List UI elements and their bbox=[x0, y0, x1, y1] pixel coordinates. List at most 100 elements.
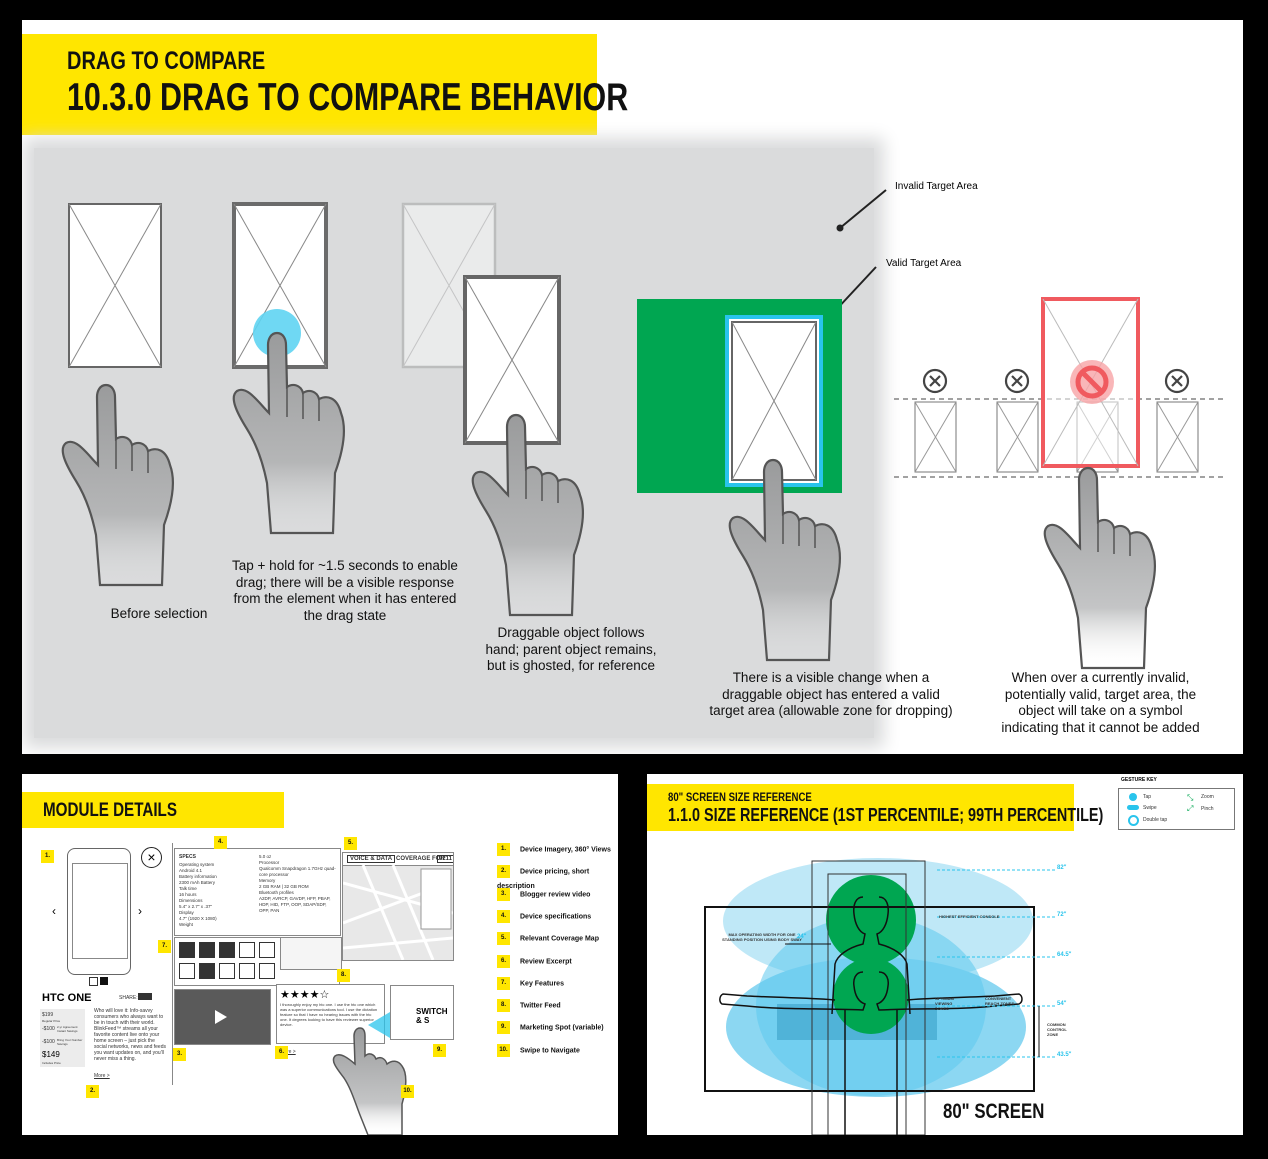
screen-title-banner: 80" SCREEN SIZE REFERENCE 1.1.0 SIZE REF… bbox=[647, 784, 1103, 831]
screen-subtitle: 80" SCREEN SIZE REFERENCE bbox=[668, 790, 812, 804]
screen-size-label: 80" SCREEN bbox=[943, 1100, 1045, 1123]
spec-line: Battery information bbox=[179, 874, 217, 879]
width-value: 24" bbox=[797, 934, 807, 940]
legend-label: Marketing Spot (variable) bbox=[520, 1024, 604, 1032]
caption-before: Before selection bbox=[110, 606, 208, 621]
marketing-spot: SWITCH & S bbox=[390, 985, 454, 1040]
optimum-viewing-label: OPTIMUM VIEWING ZONES bbox=[935, 996, 954, 1011]
common-control-label: COMMON CONTROL ZONE bbox=[1047, 1022, 1067, 1037]
valid-target-callout: Valid Target Area bbox=[886, 258, 962, 269]
spec-line: Display bbox=[179, 910, 194, 915]
share-label: SHARE: bbox=[119, 995, 138, 1001]
spec-line: 2 GB RAM | 32 GB ROM bbox=[259, 884, 309, 889]
zoom-icon: ⤡ bbox=[1187, 793, 1194, 802]
marker-4: 4. bbox=[214, 836, 227, 849]
key-features-grid bbox=[174, 937, 340, 986]
coverage-tab-voice[interactable]: VOICE & DATA bbox=[347, 855, 396, 863]
module-title-banner: MODULE DETAILS bbox=[22, 792, 284, 828]
module-title: MODULE DETAILS bbox=[43, 800, 177, 821]
legend-label: Blogger review video bbox=[520, 890, 591, 898]
share-icons[interactable] bbox=[138, 993, 152, 1000]
spec-line: Weight bbox=[179, 922, 193, 927]
spec-line: 2300 mAh Battery bbox=[179, 880, 216, 885]
legend-label: Key Features bbox=[520, 980, 564, 988]
highest-console-label: HIGHEST EFFICIENT CONSOLE bbox=[939, 914, 1000, 919]
spec-line: Dimensions bbox=[179, 898, 203, 903]
spec-line: 16 hours bbox=[179, 892, 197, 897]
reach-diagram bbox=[704, 858, 1057, 1135]
marker-3: 3. bbox=[173, 1048, 186, 1061]
legend-item: 8.Twitter Feed bbox=[497, 999, 561, 1013]
legend-marker: 5. bbox=[497, 932, 510, 946]
section-subtitle: DRAG TO COMPARE bbox=[67, 47, 266, 75]
more-link[interactable]: More > bbox=[94, 1073, 110, 1079]
legend-label: Device Imagery, 360° Views bbox=[520, 846, 611, 854]
close-icon[interactable]: × bbox=[141, 847, 162, 868]
coverage-tab[interactable]: COVERAGE FOR bbox=[396, 856, 445, 862]
card-invalid bbox=[1041, 297, 1140, 468]
color-swatch-black[interactable] bbox=[100, 977, 108, 985]
spec-line: Processor bbox=[259, 860, 280, 865]
spec-line: Operating system bbox=[179, 862, 215, 867]
marker-9: 9. bbox=[433, 1044, 446, 1057]
legend-marker: 6. bbox=[497, 954, 510, 968]
marker-2: 2. bbox=[86, 1085, 99, 1098]
map-streets bbox=[343, 864, 453, 960]
rating-stars: ★★★★☆ bbox=[280, 989, 330, 1001]
module-details-panel: MODULE DETAILS ‹ › × HTC ONE SHARE: $199… bbox=[22, 774, 618, 1135]
tap-icon bbox=[1129, 793, 1137, 801]
caption-ghost: Draggable object follows hand; parent ob… bbox=[485, 625, 657, 673]
marker-10: 10. bbox=[401, 1085, 414, 1098]
divider bbox=[172, 843, 173, 1085]
height-72: 72" bbox=[1057, 912, 1067, 918]
legend-item: 7. Key Features bbox=[497, 976, 564, 991]
coverage-zip[interactable]: 9211 bbox=[437, 855, 453, 863]
legend-item: 3.Blogger review video bbox=[497, 887, 591, 902]
legend-marker: 4. bbox=[497, 909, 510, 923]
drag-to-compare-panel: DRAG TO COMPARE 10.3.0 DRAG TO COMPARE B… bbox=[22, 20, 1243, 754]
legend-marker: 9. bbox=[497, 1021, 510, 1035]
invalid-target-callout: Invalid Target Area bbox=[895, 181, 978, 192]
spec-line: Bluetooth profiles bbox=[259, 890, 294, 895]
screen-size-panel: 80" SCREEN SIZE REFERENCE 1.1.0 SIZE REF… bbox=[647, 774, 1243, 1135]
double-tap-icon bbox=[1128, 815, 1139, 826]
legend-marker: 10. bbox=[497, 1043, 510, 1057]
legend-item: 4. Device specifications bbox=[497, 909, 592, 924]
legend-label: Device specifications bbox=[520, 913, 592, 921]
phone-frame bbox=[67, 848, 131, 975]
marker-5: 5. bbox=[344, 837, 357, 850]
legend-item: 9. Marketing Spot (variable) bbox=[497, 1021, 604, 1035]
color-swatches[interactable] bbox=[89, 977, 98, 986]
swipe-icon bbox=[1127, 805, 1139, 810]
gesture-key: GESTURE KEY Tap Swipe Double tap ⤡ Zoom … bbox=[1118, 777, 1235, 830]
caption-valid: There is a visible change when a draggab… bbox=[709, 670, 953, 718]
play-icon[interactable] bbox=[215, 1010, 227, 1024]
spec-line: Android 4.1 bbox=[179, 868, 203, 873]
legend-label: Review Excerpt bbox=[520, 957, 572, 965]
prev-arrow-icon[interactable]: ‹ bbox=[52, 904, 56, 918]
coverage-map: VOICE & DATA COVERAGE FOR 9211 bbox=[342, 852, 454, 961]
spec-line: A2DP, AVRCP, GAVDP, HFP, PBAP, HDP, HID,… bbox=[259, 896, 331, 913]
review-video[interactable] bbox=[174, 989, 271, 1045]
screen-title: 1.1.0 SIZE REFERENCE (1ST PERCENTILE; 99… bbox=[668, 805, 1104, 825]
spec-line: 5.4" x 2.7" x .37" bbox=[179, 904, 213, 909]
spec-line: 5.0 oz bbox=[259, 854, 272, 859]
caption-tap-hold: Tap + hold for ~1.5 seconds to enable dr… bbox=[232, 558, 458, 623]
spec-line: 4.7" (1920 X 1080) bbox=[179, 916, 217, 921]
legend-marker: 7. bbox=[497, 976, 510, 990]
legend-marker: 1. bbox=[497, 843, 510, 856]
legend-item: 2.Device pricing, short description bbox=[497, 865, 618, 890]
legend-marker: 8. bbox=[497, 999, 510, 1013]
spec-line: Memory bbox=[259, 878, 276, 883]
max-width-label: MAX OPERATING WIDTH FOR ONE STANDING POS… bbox=[722, 932, 802, 942]
phone-name: HTC ONE bbox=[42, 992, 92, 1004]
legend-item: 5.Relevant Coverage Map bbox=[497, 932, 599, 946]
drag-illustrations bbox=[61, 202, 1227, 670]
caption-invalid: When over a currently invalid, potential… bbox=[1001, 670, 1200, 735]
hand-icon bbox=[61, 383, 174, 587]
phone-blurb: Who will love it: Info-savvy consumers w… bbox=[94, 1008, 166, 1062]
next-arrow-icon[interactable]: › bbox=[138, 904, 142, 918]
reach-zones-label: CONVENIENT REACH ZONES bbox=[985, 996, 1015, 1006]
